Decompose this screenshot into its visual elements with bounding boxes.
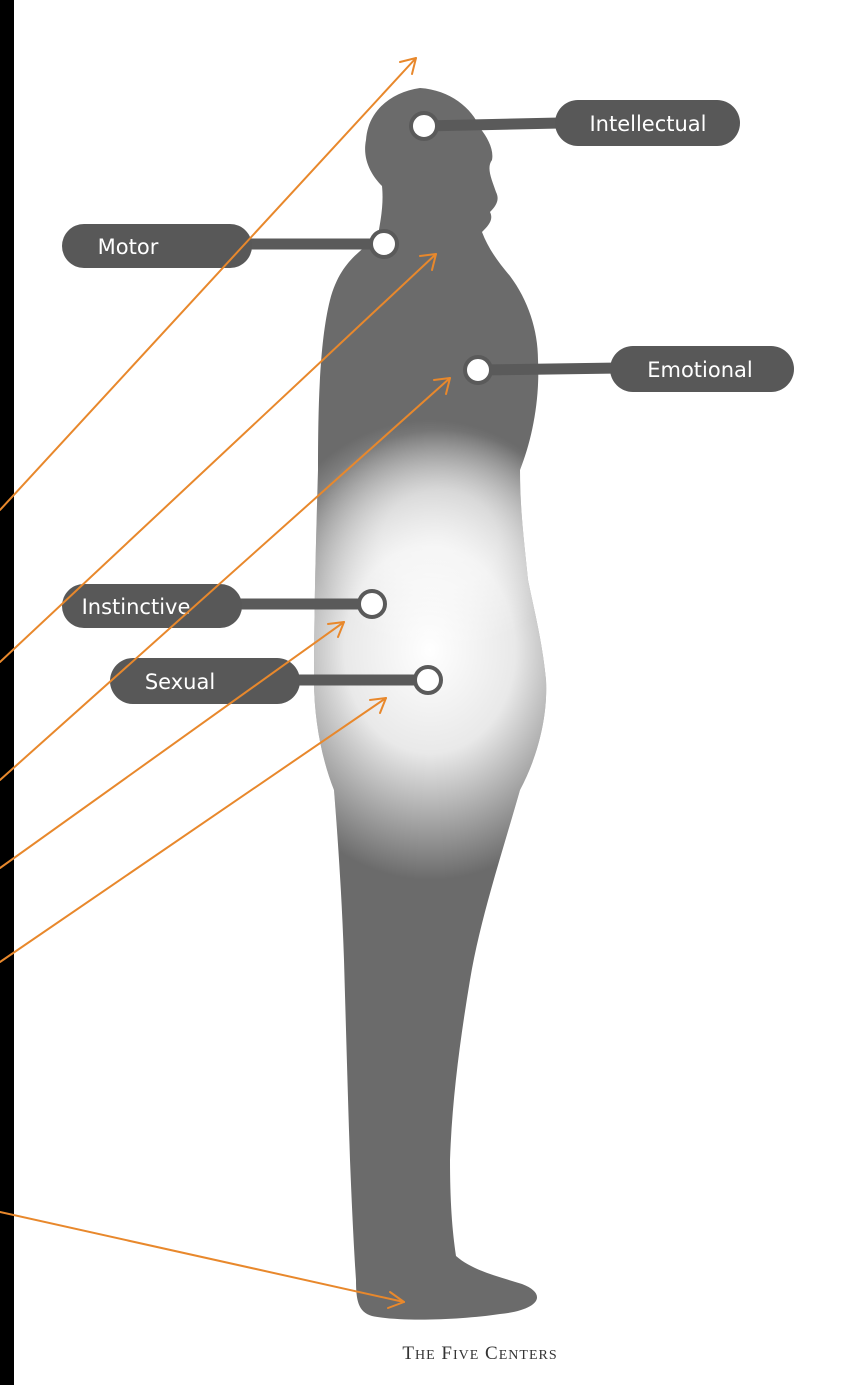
human-silhouette <box>240 88 620 1320</box>
intellectual-connector <box>424 123 560 126</box>
sexual-marker <box>415 667 441 693</box>
motor-label: Motor <box>98 235 159 259</box>
figure-caption: THE FIVE CENTERS <box>402 1343 557 1364</box>
intellectual-label: Intellectual <box>589 112 706 136</box>
sexual-label: Sexual <box>145 670 215 694</box>
motor-marker <box>371 231 397 257</box>
annotation-arrow-feet <box>0 1212 404 1308</box>
emotional-connector <box>478 368 620 370</box>
intellectual-marker <box>411 113 437 139</box>
annotation-arrow-hips <box>0 698 386 962</box>
instinctive-marker <box>359 591 385 617</box>
instinctive-label: Instinctive <box>82 595 191 619</box>
emotional-label: Emotional <box>647 358 753 382</box>
emotional-marker <box>465 357 491 383</box>
